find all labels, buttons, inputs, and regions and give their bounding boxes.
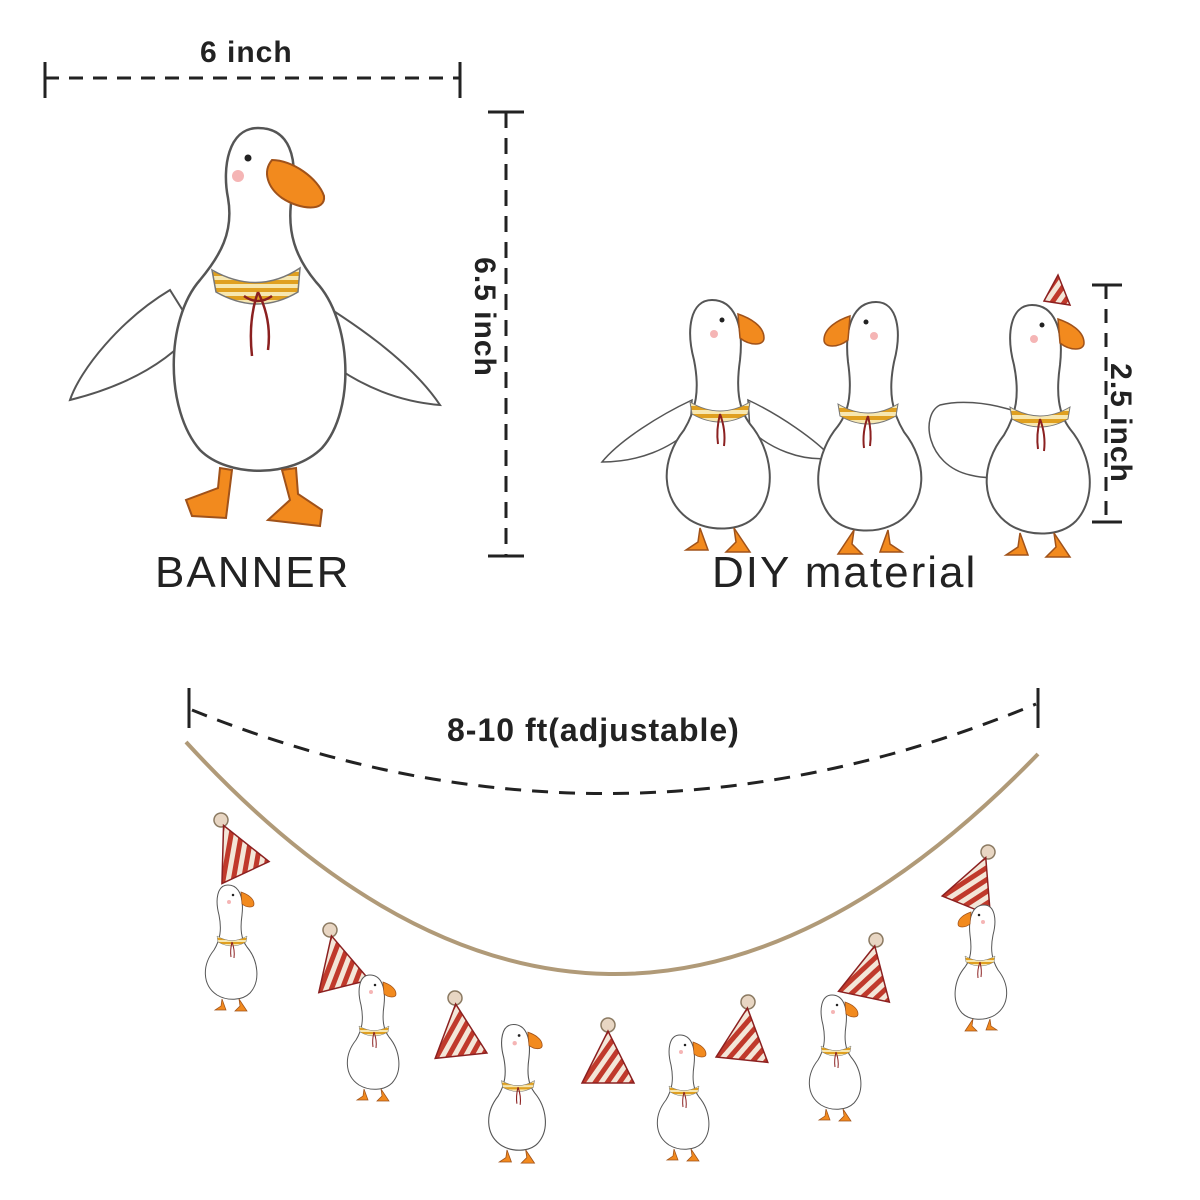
diy-goose-1 bbox=[600, 299, 834, 553]
banner-goose-illustration bbox=[68, 126, 442, 528]
garland-length-label: 8-10 ft(adjustable) bbox=[447, 712, 740, 748]
garland-length-dimension bbox=[187, 688, 1040, 795]
diy-height-label: 2.5 inch bbox=[1103, 363, 1137, 483]
diy-goose-3 bbox=[928, 273, 1091, 558]
garland-flags bbox=[193, 801, 1016, 1084]
banner-caption: BANNER bbox=[155, 548, 351, 597]
diy-goose-2 bbox=[817, 301, 923, 555]
banner-height-label: 6.5 inch bbox=[467, 257, 501, 377]
diy-height-dimension bbox=[1092, 283, 1122, 524]
banner-width-dimension bbox=[43, 62, 462, 98]
diy-caption: DIY material bbox=[712, 548, 978, 597]
garland-string bbox=[184, 740, 1040, 976]
banner-width-label: 6 inch bbox=[200, 36, 293, 69]
banner-height-dimension bbox=[488, 110, 524, 558]
